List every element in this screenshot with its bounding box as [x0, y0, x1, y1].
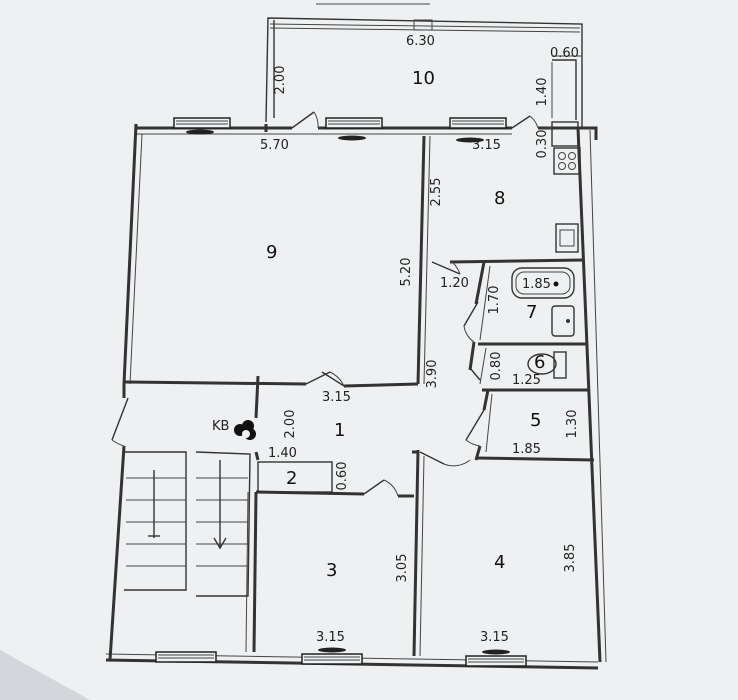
toilet [527, 351, 567, 379]
washbasin-bathroom [551, 305, 575, 337]
dim-room1-depth: 2.00 [283, 410, 298, 439]
dim-room5-depth: 1.30 [565, 410, 580, 439]
dim-room4-length: 3.85 [563, 544, 578, 573]
dim-room9-length: 5.20 [399, 258, 414, 287]
room-number-9: 9 [266, 242, 277, 263]
room-number-3: 3 [326, 560, 337, 581]
staircase [124, 451, 251, 597]
dim-room3-width: 3.15 [316, 630, 345, 645]
dim-room4-width: 3.15 [480, 630, 509, 645]
dim-room2-width: 1.40 [268, 446, 297, 461]
bathtub [511, 267, 575, 299]
kv-mark [234, 420, 256, 440]
dim-small-gap: 0.30 [535, 130, 550, 159]
room-number-1: 1 [334, 420, 345, 441]
dim-room9-width: 5.70 [260, 138, 289, 153]
dim-bathtub-length: 1.85 [522, 277, 551, 292]
balcony-doors [291, 111, 539, 129]
dim-balcony-small-depth: 1.40 [535, 78, 550, 107]
kitchen-sink [555, 223, 579, 253]
dim-room6-width: 1.25 [512, 373, 541, 388]
room-number-4: 4 [494, 552, 505, 573]
dim-balcony-width: 6.30 [406, 34, 435, 49]
dim-room6-depth: 0.80 [489, 352, 504, 381]
dim-corridor-length: 3.90 [425, 360, 440, 389]
balcony-outline [265, 17, 583, 128]
dim-room9-bottom-width: 3.15 [322, 390, 351, 405]
kitchen-vent-box [546, 121, 579, 147]
dim-balcony-depth: 2.00 [273, 66, 288, 95]
room-number-2: 2 [286, 468, 297, 489]
dim-room5-width: 1.85 [512, 442, 541, 457]
dim-room8-width: 3.15 [472, 138, 501, 153]
room-number-7: 7 [526, 302, 537, 323]
bathtub-drain-dot [553, 281, 559, 287]
dim-room3-length: 3.05 [395, 554, 410, 583]
interior-walls [111, 135, 595, 657]
room-number-6: 6 [534, 352, 545, 373]
room-number-10: 10 [412, 68, 435, 89]
room-number-8: 8 [494, 188, 505, 209]
dim-room7-length: 1.70 [487, 286, 502, 315]
dim-room8-length: 2.55 [429, 178, 444, 207]
dim-room2-depth: 0.60 [335, 462, 350, 491]
kv-label: KB [212, 419, 229, 434]
stove [553, 147, 581, 175]
windows [155, 117, 527, 667]
dim-hall-depth: 1.20 [440, 276, 469, 291]
dim-balcony-small-width: 0.60 [550, 46, 579, 61]
room-number-5: 5 [530, 410, 541, 431]
